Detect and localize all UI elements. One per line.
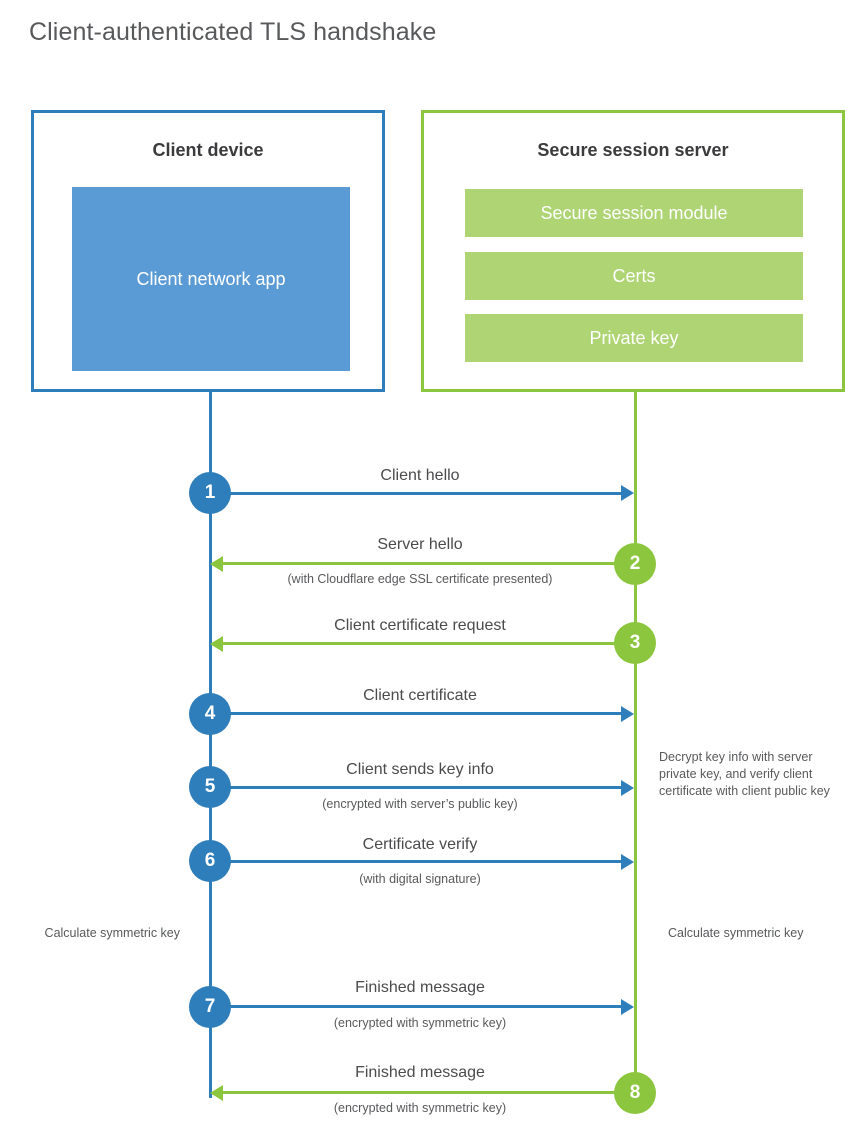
- step-4-arrow-head-right-icon: [621, 706, 634, 722]
- step-7-label: Finished message: [355, 979, 485, 996]
- server-lifeline: [634, 392, 637, 1094]
- step-badge-6: 6: [189, 840, 231, 882]
- secure-session-server-title: Secure session server: [537, 140, 729, 160]
- step-1-arrow-line: [210, 492, 622, 495]
- client-lifeline: [209, 392, 212, 1098]
- step-5-arrow-head-right-icon: [621, 780, 634, 796]
- step-badge-2: 2: [614, 543, 656, 585]
- step-8-arrow-line: [221, 1091, 635, 1094]
- step-8-label: Finished message: [355, 1064, 485, 1081]
- step-badge-3: 3: [614, 622, 656, 664]
- step-6-sublabel: (with digital signature): [359, 872, 481, 886]
- step-1-arrow-head-right-icon: [621, 485, 634, 501]
- step-2-arrow-head-left-icon: [210, 556, 223, 572]
- note-server-calculate-symmetric-key: Calculate symmetric key: [668, 926, 804, 940]
- step-badge-4: 4: [189, 693, 231, 735]
- secure-session-server-box: Secure session server Secure session mod…: [421, 110, 845, 392]
- note-client-calculate-symmetric-key: Calculate symmetric key: [44, 926, 180, 940]
- step-7-arrow-line: [210, 1005, 622, 1008]
- step-badge-7: 7: [189, 986, 231, 1028]
- step-5-label: Client sends key info: [346, 761, 494, 778]
- server-component-secure-session-module: Secure session module: [465, 189, 803, 237]
- step-8-sublabel: (encrypted with symmetric key): [333, 1101, 507, 1115]
- step-1-label: Client hello: [380, 467, 460, 484]
- step-6-arrow-line: [210, 860, 622, 863]
- step-7-sublabel: (encrypted with symmetric key): [333, 1016, 507, 1030]
- client-device-box: Client device Client network app: [31, 110, 385, 392]
- note-server-decrypt: Decrypt key info with server private key…: [659, 750, 830, 798]
- step-3-arrow-line: [221, 642, 635, 645]
- server-component-certs: Certs: [465, 252, 803, 300]
- step-2-arrow-line: [221, 562, 635, 565]
- server-component-private-key: Private key: [465, 314, 803, 362]
- step-4-arrow-line: [210, 712, 622, 715]
- step-4-label: Client certificate: [363, 687, 477, 704]
- client-network-app-block: Client network app: [72, 187, 350, 371]
- step-3-label: Client certificate request: [334, 617, 506, 634]
- step-badge-8: 8: [614, 1072, 656, 1114]
- step-3-arrow-head-left-icon: [210, 636, 223, 652]
- step-6-label: Certificate verify: [362, 836, 478, 853]
- step-badge-5: 5: [189, 766, 231, 808]
- step-2-label: Server hello: [377, 536, 463, 553]
- step-5-sublabel: (encrypted with server’s public key): [322, 797, 518, 811]
- client-device-title: Client device: [152, 140, 264, 160]
- page-title: Client-authenticated TLS handshake: [29, 18, 437, 46]
- step-5-arrow-line: [210, 786, 622, 789]
- step-2-sublabel: (with Cloudflare edge SSL certificate pr…: [287, 572, 553, 586]
- step-badge-1: 1: [189, 472, 231, 514]
- step-8-arrow-head-left-icon: [210, 1085, 223, 1101]
- step-7-arrow-head-right-icon: [621, 999, 634, 1015]
- step-6-arrow-head-right-icon: [621, 854, 634, 870]
